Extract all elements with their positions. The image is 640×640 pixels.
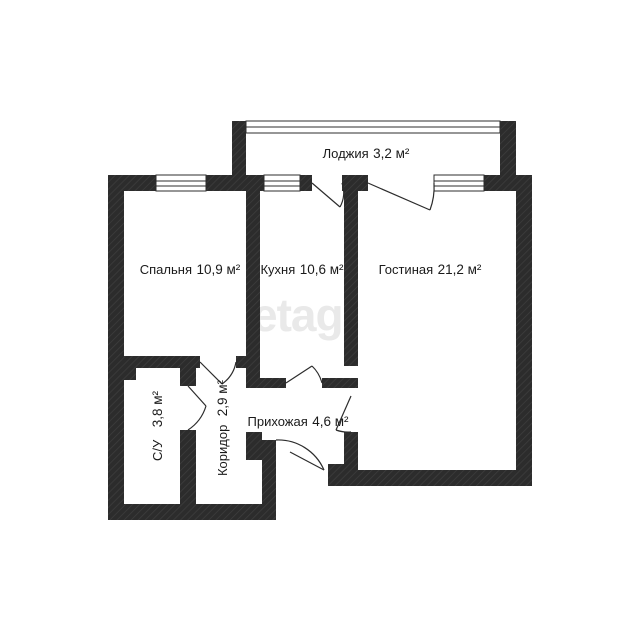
room-label-loggia: Лоджия 3,2 м² (322, 146, 410, 161)
room-label-corridor: Коридор 2,9 м² (215, 379, 230, 477)
room-label-bathroom: С/У 3,8 м² (150, 390, 165, 462)
watermark-logo: etagi (252, 289, 355, 341)
interior-walls (124, 191, 358, 520)
room-label-kitchen: Кухня 10,6 м² (260, 262, 344, 277)
windows (155, 120, 501, 192)
room-label-bedroom: Спальня 10,9 м² (139, 262, 241, 277)
doors (187, 182, 435, 471)
exterior-walls (108, 121, 532, 520)
room-label-hallway: Прихожая 4,6 м² (247, 414, 349, 429)
room-label-living-room: Гостиная 21,2 м² (378, 262, 482, 277)
